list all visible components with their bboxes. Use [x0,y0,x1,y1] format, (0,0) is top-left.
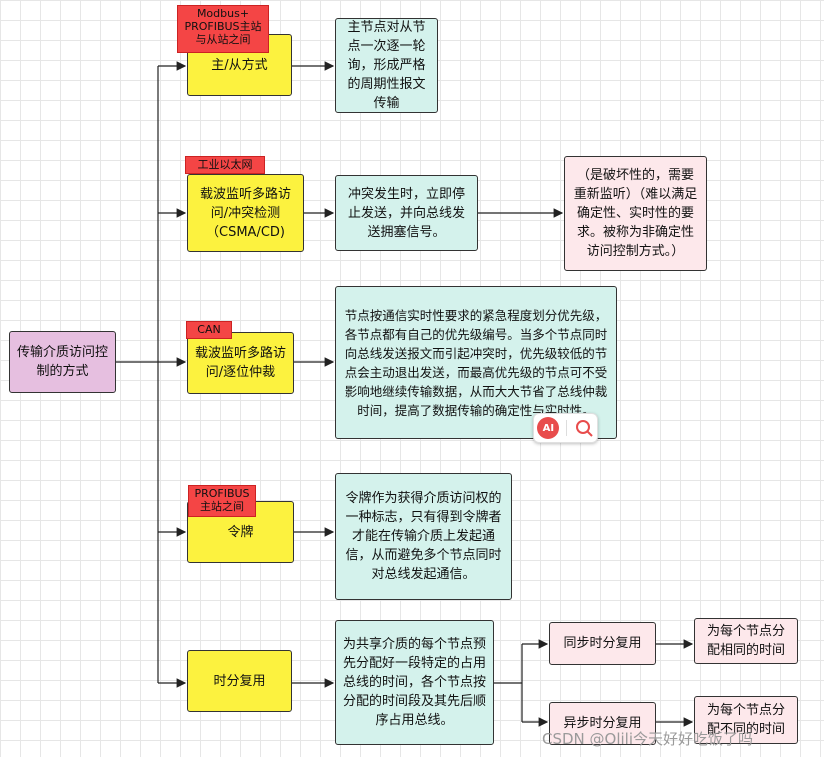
desc-text: 为共享介质的每个节点预先分配好一段特定的占用总线的时间，各个节点按分配的时间段及… [342,637,486,728]
desc-text: 节点按通信实时性要求的紧急程度划分优先级，各节点都有自己的优先级编号。当多个节点… [344,307,608,418]
search-icon[interactable] [574,418,594,438]
tdm-sync: 同步时分复用 [549,622,656,665]
desc-token: 令牌作为获得介质访问权的一种标志，只有得到令牌者才能在传输介质上发起通信，从而避… [335,473,512,600]
desc-tdm: 为共享介质的每个节点预先分配好一段特定的占用总线的时间，各个节点按分配的时间段及… [335,620,494,745]
method-label: 载波监听多路访问/逐位仲裁 [194,346,286,380]
tdm-async: 异步时分复用 [549,702,656,745]
tdm-type-label: 异步时分复用 [563,716,642,731]
protocol-tag: PROFIBUS主站之间 [188,485,256,517]
root-label: 传输介质访问控制的方式 [16,345,108,379]
method-label: 时分复用 [213,673,266,689]
desc-text: 冲突发生时，立即停止发送，并向总线发送拥塞信号。 [347,186,465,240]
desc-master-slave: 主节点对从节点一次逐一轮询，形成严格的周期性报文传输 [335,18,438,113]
protocol-tag: Modbus+ PROFIBUS主站与从站之间 [177,5,269,53]
desc-bitwise-arbitration: 节点按通信实时性要求的紧急程度划分优先级，各节点都有自己的优先级编号。当多个节点… [335,286,617,439]
protocol-tag: CAN [186,321,232,339]
tdm-sync-desc: 为每个节点分配相同的时间 [694,618,798,664]
desc-csma-cd: 冲突发生时，立即停止发送，并向总线发送拥塞信号。 [335,175,478,251]
method-tdm: 时分复用 [187,650,292,712]
method-csma-cd: 载波监听多路访问/冲突检测（CSMA/CD) [187,174,304,252]
desc-text: 令牌作为获得介质访问权的一种标志，只有得到令牌者才能在传输介质上发起通信，从而避… [345,491,502,582]
ai-button[interactable]: AI [537,417,560,439]
divider [565,420,567,436]
method-label: 主/从方式 [211,57,268,73]
tdm-type-desc: 为每个节点分配相同的时间 [706,624,785,658]
root-node: 传输介质访问控制的方式 [9,331,116,393]
method-bitwise-arbitration: 载波监听多路访问/逐位仲裁 [187,332,294,394]
tdm-type-label: 同步时分复用 [563,636,642,651]
desc-text: 主节点对从节点一次逐一轮询，形成严格的周期性报文传输 [347,20,426,111]
note-csma-cd: （是破坏性的，需要重新监听）（难以满足确定性、实时性的要求。被称为非确定性访问控… [564,156,707,271]
tdm-async-desc: 为每个节点分配不同的时间 [694,696,798,744]
protocol-tag: 工业以太网 [185,156,265,174]
ai-assistant-toolbar[interactable]: AI [533,413,598,443]
tdm-type-desc: 为每个节点分配不同的时间 [706,703,785,737]
note-text: （是破坏性的，需要重新监听）（难以满足确定性、实时性的要求。被称为非确定性访问控… [573,168,698,259]
method-label: 令牌 [227,524,254,540]
method-label: 载波监听多路访问/冲突检测（CSMA/CD) [199,186,291,240]
watermark: CSDN @Olili今天好好吃饭了吗 [542,730,754,748]
